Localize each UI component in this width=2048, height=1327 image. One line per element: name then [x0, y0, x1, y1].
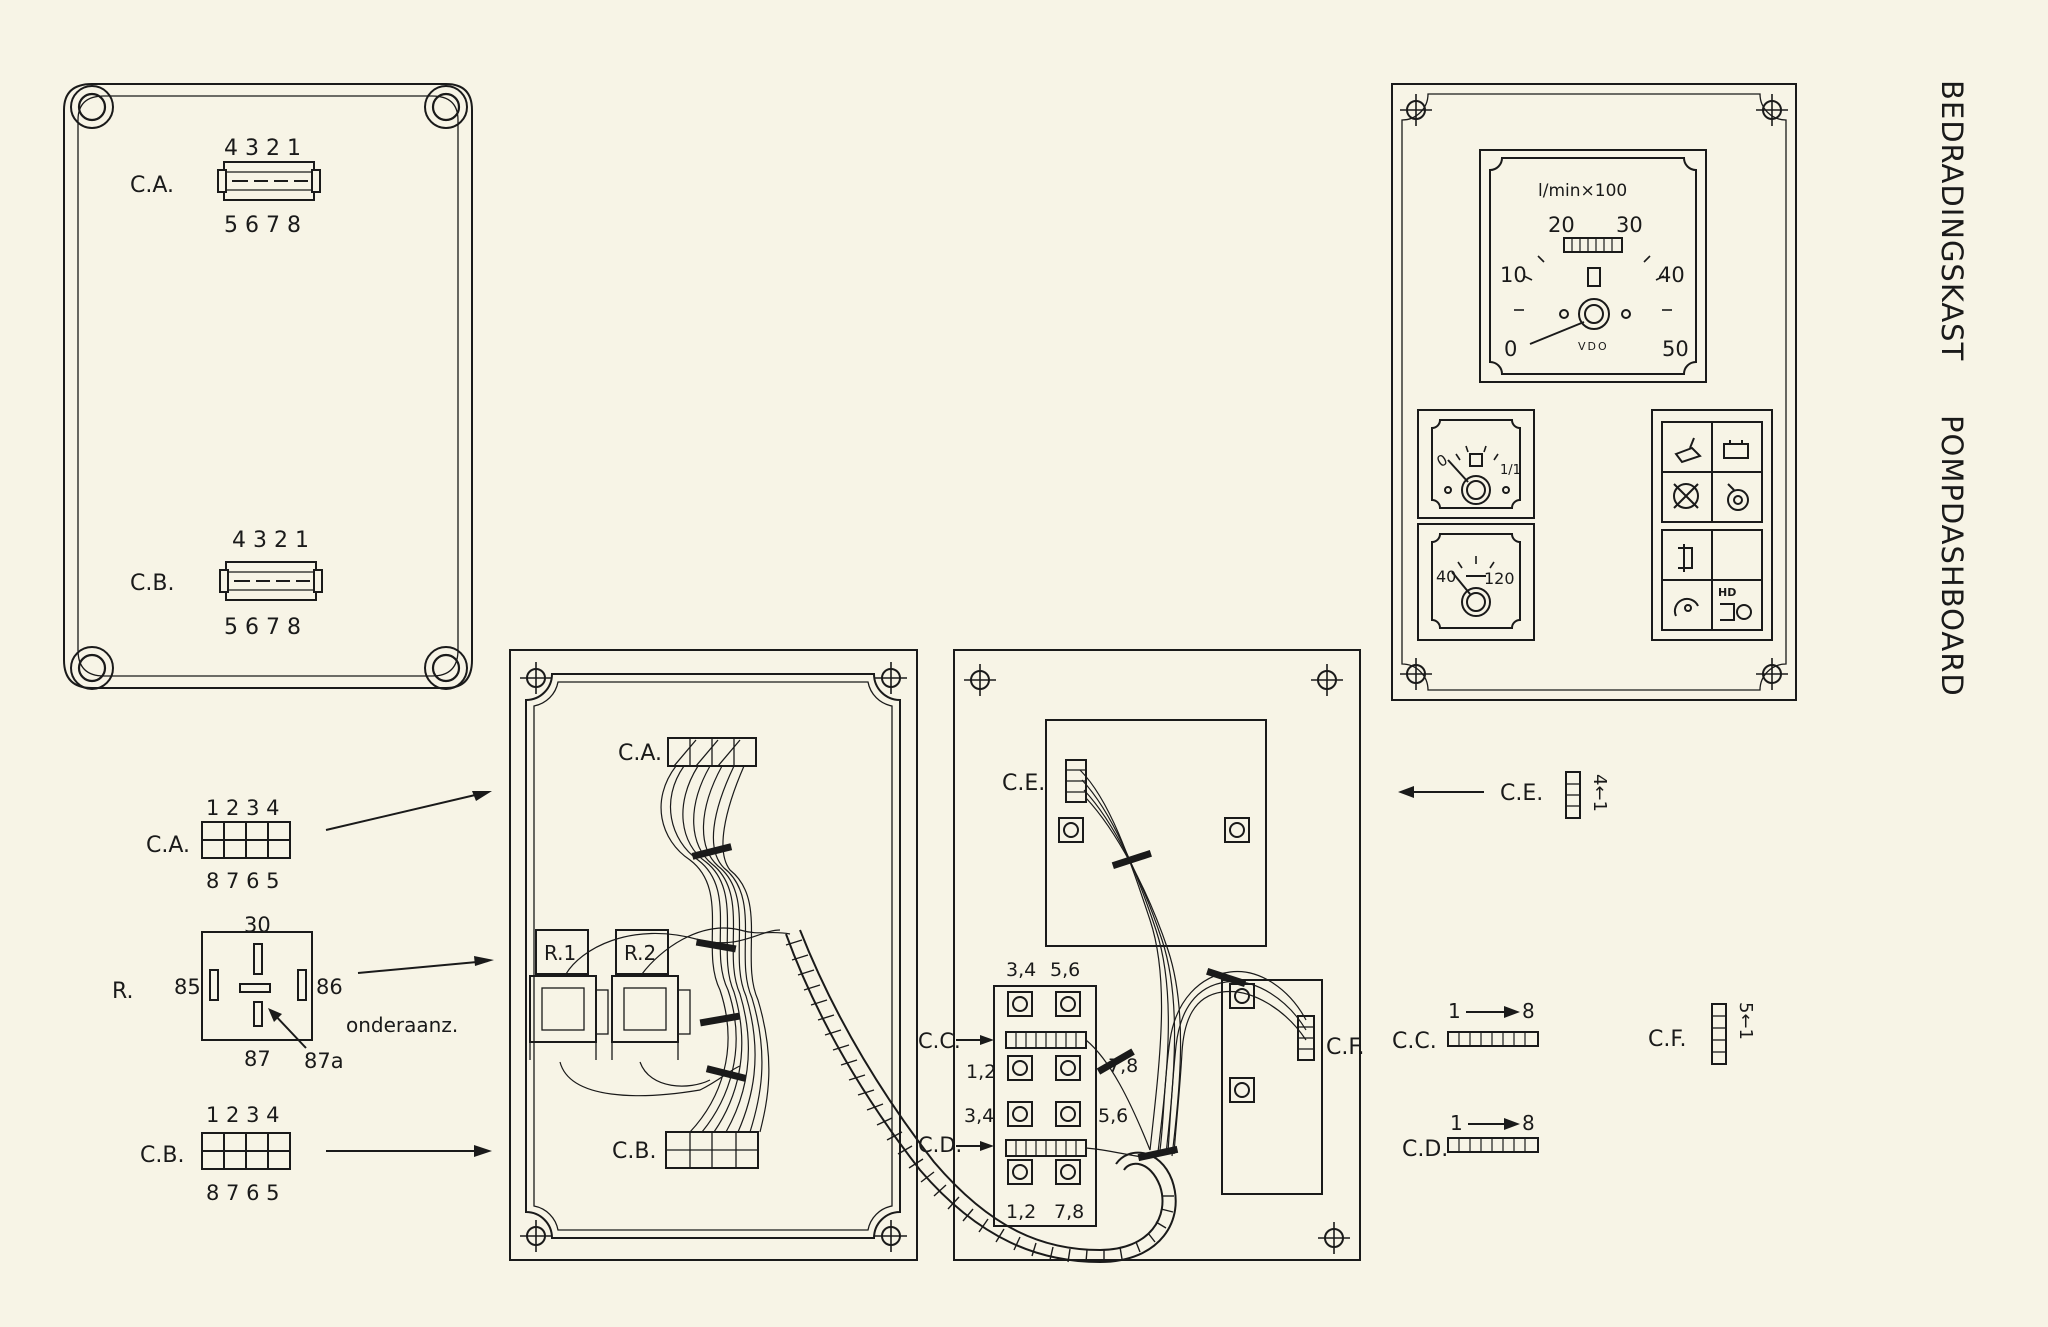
legend-relay: 30 R. 85 86 87 87a onderaanz.	[112, 913, 494, 1073]
fuel-gauge: 0 1/1	[1417, 409, 1535, 519]
top-cb-connector	[219, 561, 323, 601]
junction-box-open: C.A. R.1 R.2 C.B.	[509, 649, 918, 1261]
wire-harness-box	[559, 765, 791, 1133]
relay-r2: R.2	[611, 929, 691, 1060]
key-cc-from: 1	[1448, 999, 1461, 1023]
spiral-conduit	[785, 929, 1177, 1264]
legend-cb: 1 2 3 4 C.B. 8 7 6 5	[140, 1103, 492, 1205]
lid-pin-12-mid: 1,2	[966, 1061, 996, 1083]
connector-key-cd: 1 8 C.D.	[1402, 1111, 1539, 1162]
lid-pin-56-low: 5,6	[1098, 1105, 1128, 1127]
lid-pin-34-top: 3,4	[1006, 959, 1036, 981]
key-cd-label: C.D.	[1402, 1137, 1448, 1162]
legend-cb-pins-bottom: 8 7 6 5	[206, 1181, 279, 1205]
temp-min: 40	[1436, 567, 1456, 586]
gauge-brand: VDO	[1578, 340, 1609, 353]
relay-pin-87a: 87a	[304, 1049, 344, 1073]
legend-ca-label: C.A.	[146, 833, 190, 858]
connector-key-ce: C.E. 4←1	[1398, 771, 1610, 819]
no-start-icon	[1673, 483, 1699, 509]
top-ca-pins-bottom: 5 6 7 8	[224, 213, 301, 238]
key-ce-label: C.E.	[1500, 781, 1543, 806]
relay-r1-label: R.1	[544, 941, 576, 965]
key-cf-label: C.F.	[1648, 1027, 1686, 1052]
relay-pin-86: 86	[316, 975, 343, 999]
legend-ca-pins-top: 1 2 3 4	[206, 796, 279, 820]
gauge-scale-30: 30	[1616, 213, 1643, 237]
title-line2: POMPDASHBOARD	[1935, 415, 1969, 697]
relay-pin-30: 30	[244, 913, 271, 937]
top-cb-pins-top: 4 3 2 1	[232, 528, 309, 553]
key-cc-label: C.C.	[1392, 1029, 1437, 1054]
glow-plug-icon	[1673, 597, 1699, 617]
warning-light-panel: HD	[1651, 409, 1773, 641]
top-ca-pins-top: 4 3 2 1	[224, 136, 301, 161]
lid-cc-label: C.C.	[918, 1029, 961, 1053]
lid-pin-56-top: 5,6	[1050, 959, 1080, 981]
temperature-gauge: 40 120	[1417, 523, 1535, 641]
open-ca-label: C.A.	[618, 741, 662, 766]
top-cb-pins-bottom: 5 6 7 8	[224, 615, 301, 640]
lid-pin-12-bot: 1,2	[1006, 1201, 1036, 1223]
connector-key-cc: 1 8 C.C.	[1392, 999, 1539, 1054]
gauge-scale-20: 20	[1548, 213, 1575, 237]
oil-pressure-icon	[1674, 437, 1702, 464]
lid-cd-label: C.D.	[918, 1133, 962, 1157]
lid-cf-label: C.F.	[1326, 1035, 1364, 1060]
hd-symbol: HD	[1718, 586, 1736, 599]
gauge-scale-50: 50	[1662, 337, 1689, 361]
flow-gauge: l/min×100 20 30 10 40 0 50	[1479, 149, 1707, 383]
cable-ties-lid	[1096, 850, 1247, 1162]
cable-ties-box	[691, 843, 747, 1082]
key-ce-range: 4←1	[1589, 774, 1610, 812]
coolant-icon	[1727, 483, 1749, 511]
relay-r1: R.1	[529, 929, 609, 1060]
open-cb-label: C.B.	[612, 1139, 656, 1164]
fuel-full: 1/1	[1500, 463, 1521, 478]
connector-key-cf: C.F. 5←1	[1648, 1002, 1756, 1065]
pump-valve-icon	[1678, 544, 1693, 572]
lid-ce-label: C.E.	[1002, 771, 1045, 796]
relay-r2-label: R.2	[624, 941, 656, 965]
key-cd-from: 1	[1450, 1111, 1463, 1135]
pump-dashboard-panel: l/min×100 20 30 10 40 0 50	[1391, 83, 1797, 701]
gauge-scale-10: 10	[1500, 263, 1527, 287]
high-pressure-icon	[1720, 603, 1752, 621]
title-line1: BEDRADINGSKAST	[1935, 80, 1969, 361]
relay-pin-85: 85	[174, 975, 201, 999]
legend-cb-pins-top: 1 2 3 4	[206, 1103, 279, 1127]
top-ca-connector	[217, 161, 321, 201]
top-cb-label: C.B.	[130, 571, 174, 596]
key-cd-to: 8	[1522, 1111, 1535, 1135]
legend-ca: 1 2 3 4 C.A. 8 7 6 5	[146, 791, 492, 893]
lid-pin-78-bot: 7,8	[1054, 1201, 1084, 1223]
legend-ca-pins-bottom: 8 7 6 5	[206, 869, 279, 893]
top-ca-label: C.A.	[130, 173, 174, 198]
legend-cb-label: C.B.	[140, 1143, 184, 1168]
wire-harness-lid	[1079, 769, 1307, 1159]
gauge-scale-0: 0	[1504, 337, 1517, 361]
temp-max: 120	[1484, 569, 1515, 588]
relay-pin-87: 87	[244, 1047, 271, 1071]
relay-note: onderaanz.	[346, 1013, 458, 1037]
lid-pin-34-low: 3,4	[964, 1105, 994, 1127]
battery-icon	[1723, 440, 1749, 459]
key-cc-to: 8	[1522, 999, 1535, 1023]
key-cf-range: 5←1	[1735, 1002, 1756, 1040]
lid-inside-panel: C.E. C.F. 3,4 5,6 C.C. 1,2 7,8	[918, 649, 1364, 1261]
relay-label: R.	[112, 979, 134, 1004]
gauge-unit: l/min×100	[1538, 181, 1627, 201]
gauge-scale-40: 40	[1658, 263, 1685, 287]
junction-box-closed: 4 3 2 1 C.A. 5 6 7 8 4 3 2 1 C.B. 5 6 7 …	[63, 83, 473, 691]
